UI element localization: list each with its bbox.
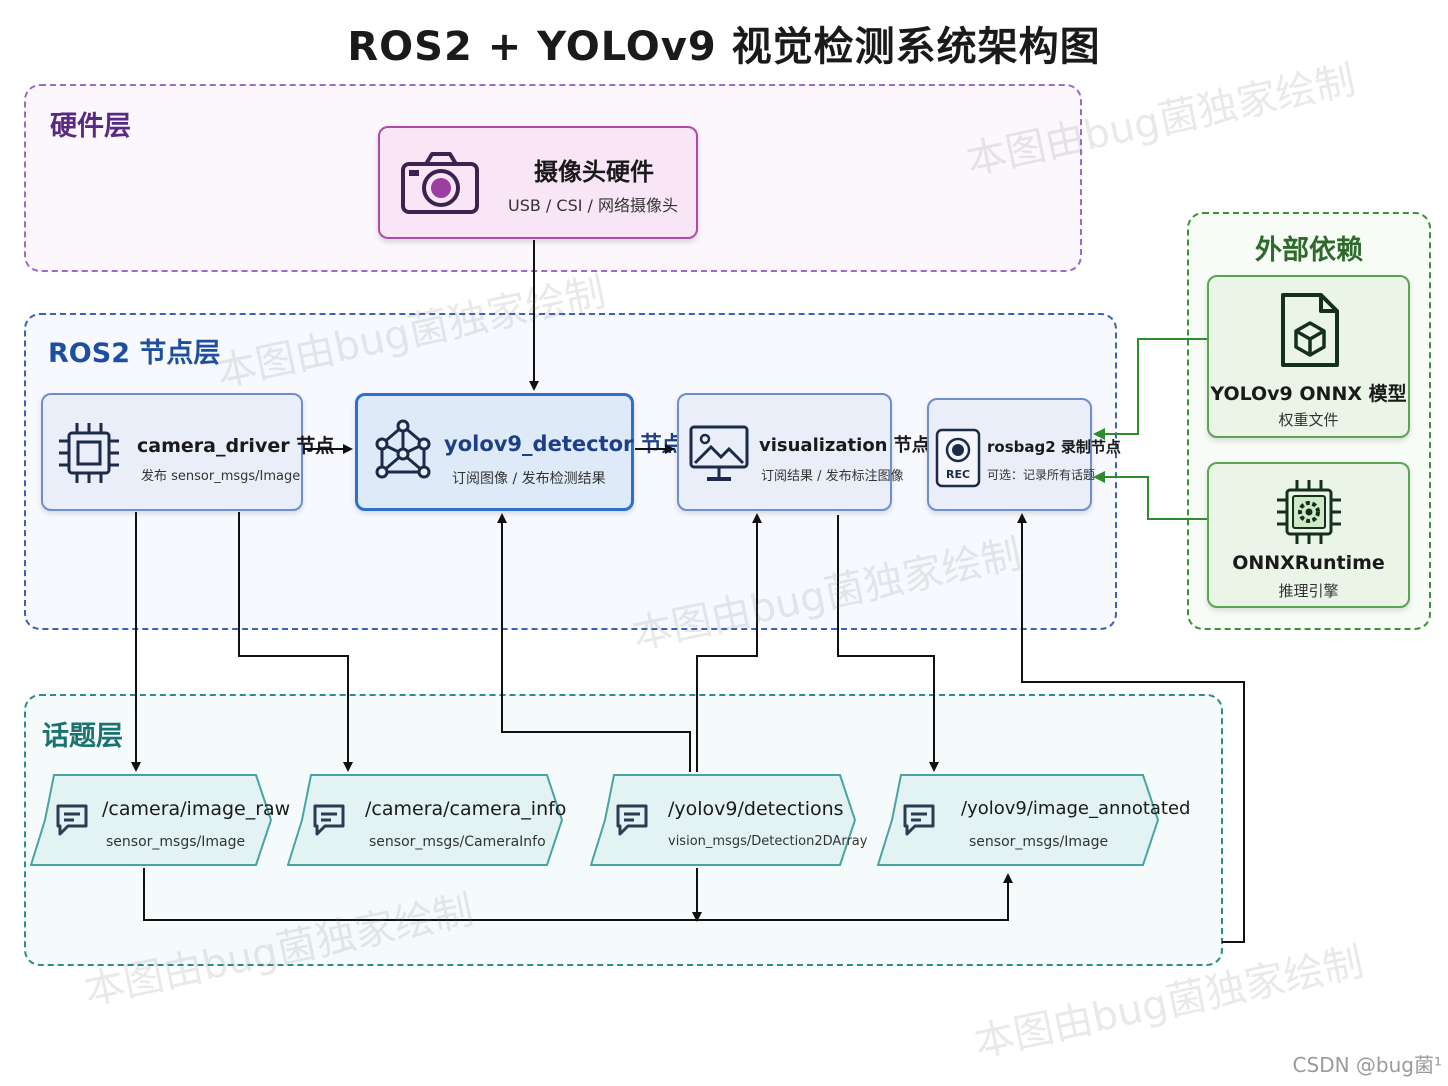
message-icon	[901, 802, 937, 842]
topic-type: sensor_msgs/CameraInfo	[369, 834, 546, 850]
arrow-detector-to-detections	[696, 513, 762, 772]
topic-title: /camera/image_raw	[102, 798, 291, 820]
rosbag2-title: rosbag2 录制节点	[987, 438, 1121, 456]
csdn-credit: CSDN @bug菌¹	[1292, 1053, 1442, 1077]
rosbag2-subtitle: 可选：记录所有话题	[987, 468, 1096, 482]
chip-icon	[55, 419, 123, 491]
topic-title: /yolov9/detections	[668, 798, 844, 820]
model-file-icon	[1275, 291, 1345, 375]
arrow-runtime-to-rosbag2	[1093, 471, 1207, 520]
camera-driver-node: camera_driver 节点 发布 sensor_msgs/Image	[41, 393, 334, 511]
topic-type: vision_msgs/Detection2DArray	[668, 834, 868, 849]
monitor-icon	[687, 423, 751, 491]
arrow-visualization-to-annotated	[837, 515, 939, 772]
ros2-layer-label: ROS2 节点层	[48, 338, 221, 369]
camera-icon	[400, 148, 480, 220]
arrow-driver-to-camera-info	[238, 512, 353, 772]
processor-gear-icon	[1273, 476, 1345, 552]
arrow-all-topics-to-rosbag2	[1017, 513, 1245, 943]
topic-title: /yolov9/image_annotated	[961, 798, 1191, 819]
yolov9-detector-subtitle: 订阅图像 / 发布检测结果	[452, 471, 606, 487]
yolov9-model-title: YOLOv9 ONNX 模型	[1210, 383, 1407, 405]
record-icon: REC	[935, 428, 981, 492]
rosbag2-node: REC rosbag2 录制节点 可选：记录所有话题	[927, 398, 1121, 511]
topic-yolov9-image-annotated: /yolov9/image_annotated sensor_msgs/Imag…	[877, 774, 1190, 866]
arrow-model-to-rosbag2	[1093, 338, 1207, 440]
network-icon	[370, 418, 436, 488]
diagram-title: ROS2 + YOLOv9 视觉检测系统架构图	[347, 24, 1101, 70]
topic-title: /camera/camera_info	[365, 798, 567, 820]
camera-hardware-title: 摄像头硬件	[534, 158, 654, 186]
rec-badge-text: REC	[946, 468, 970, 481]
topic-type: sensor_msgs/Image	[969, 834, 1109, 850]
camera-hardware-subtitle: USB / CSI / 网络摄像头	[508, 196, 679, 215]
visualization-title: visualization 节点	[759, 435, 930, 456]
yolov9-onnx-model-node: YOLOv9 ONNX 模型 权重文件	[1207, 275, 1410, 438]
arrow-raw-to-annotated-bottom	[143, 868, 1013, 921]
onnxruntime-node: ONNXRuntime 推理引擎	[1207, 462, 1410, 608]
onnxruntime-subtitle: 推理引擎	[1278, 582, 1339, 600]
external-layer-label: 外部依赖	[1255, 235, 1363, 266]
topic-camera-image-raw: /camera/image_raw sensor_msgs/Image	[30, 774, 290, 866]
topic-type: sensor_msgs/Image	[106, 834, 246, 850]
topic-yolov9-detections: /yolov9/detections vision_msgs/Detection…	[590, 774, 867, 866]
message-icon	[311, 802, 347, 842]
camera-driver-subtitle: 发布 sensor_msgs/Image	[141, 469, 301, 484]
onnxruntime-title: ONNXRuntime	[1232, 552, 1385, 574]
message-icon	[614, 802, 650, 842]
visualization-subtitle: 订阅结果 / 发布标注图像	[761, 469, 904, 484]
camera-driver-title: camera_driver 节点	[137, 435, 335, 457]
yolov9-detector-node: yolov9_detector 节点 订阅图像 / 发布检测结果	[355, 393, 683, 511]
topic-layer-label: 话题层	[42, 721, 123, 752]
topic-camera-camera-info: /camera/camera_info sensor_msgs/CameraIn…	[287, 774, 567, 866]
visualization-node: visualization 节点 订阅结果 / 发布标注图像	[677, 393, 930, 511]
arrow-image-raw-to-detector	[497, 513, 691, 772]
yolov9-detector-title: yolov9_detector 节点	[444, 432, 683, 456]
yolov9-model-subtitle: 权重文件	[1278, 411, 1339, 429]
message-icon	[54, 802, 90, 842]
camera-hardware-node: 摄像头硬件 USB / CSI / 网络摄像头	[378, 126, 698, 239]
hardware-layer-label: 硬件层	[50, 111, 131, 142]
